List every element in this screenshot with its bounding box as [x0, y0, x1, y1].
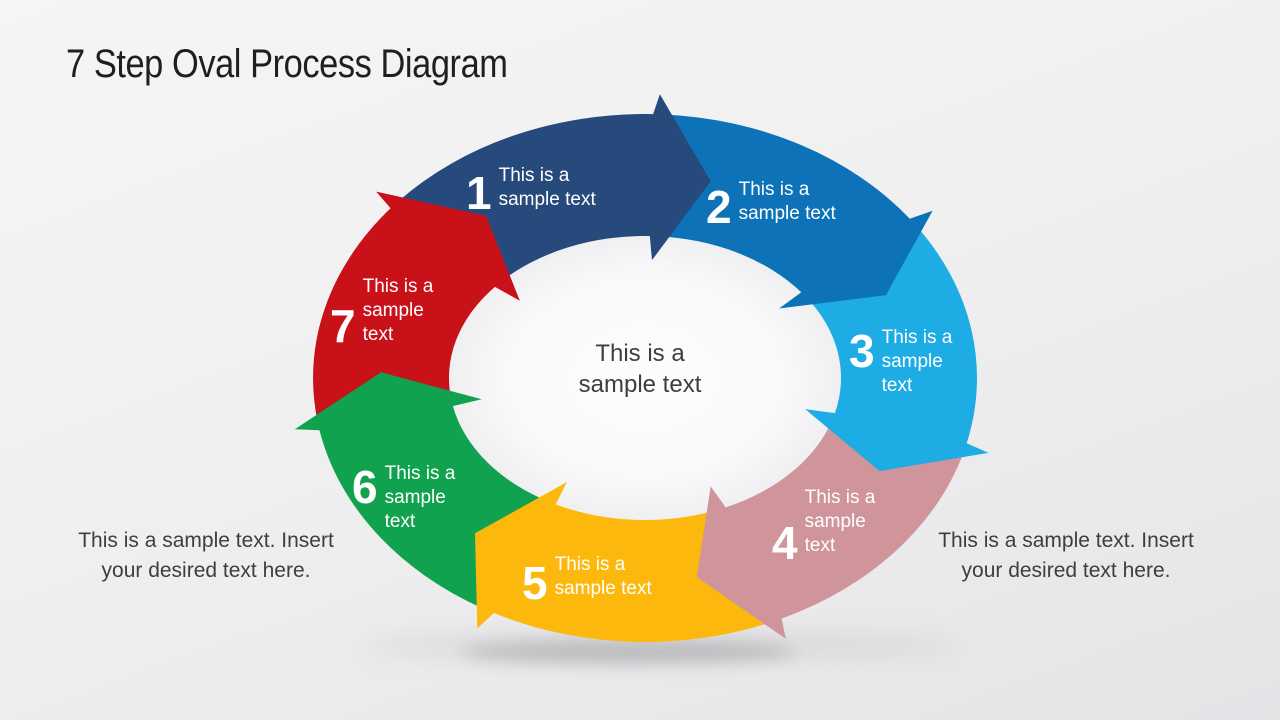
step-3-number: 3 [849, 325, 875, 377]
arrows-group [294, 94, 989, 643]
step-6-number: 6 [352, 461, 378, 513]
step-3-text: This is a sample text [881, 327, 953, 396]
slide-title: 7 Step Oval Process Diagram [66, 42, 508, 86]
process-arrow-5 [475, 482, 771, 643]
left-caption: This is a sample text. Insert your desir… [78, 529, 334, 582]
step-label-4: 4 This is a sample text [772, 486, 889, 566]
ring-shadow [460, 641, 796, 663]
step-1-number: 1 [466, 167, 492, 219]
step-5-text: This is a sample text [554, 554, 652, 599]
process-arrow-7-head-overlay [351, 191, 520, 312]
process-arrow-4 [696, 417, 964, 639]
process-arrow-2 [656, 114, 933, 309]
step-label-7: 7 This is a sample text [330, 275, 447, 349]
step-7-number: 7 [330, 300, 356, 352]
step-4-text: This is a sample text [804, 487, 876, 556]
step-label-1: 1 This is a sample text [466, 164, 611, 216]
step-label-2: 2 This is a sample text [706, 178, 851, 230]
inner-oval-glow [439, 228, 851, 528]
step-7-text: This is a sample text [362, 276, 434, 345]
step-label-5: 5 This is a sample text [522, 553, 667, 606]
step-label-6: 6 This is a sample text [352, 462, 469, 534]
step-6-text: This is a sample text [384, 463, 456, 532]
right-caption: This is a sample text. Insert your desir… [938, 529, 1194, 582]
step-2-number: 2 [706, 181, 732, 233]
step-5-number: 5 [522, 557, 548, 609]
step-4-number: 4 [772, 517, 798, 569]
center-placeholder-text: This is a sample text [578, 340, 702, 398]
step-1-text: This is a sample text [498, 165, 596, 210]
step-2-text: This is a sample text [738, 179, 836, 224]
step-label-3: 3 This is a sample text [849, 326, 966, 398]
